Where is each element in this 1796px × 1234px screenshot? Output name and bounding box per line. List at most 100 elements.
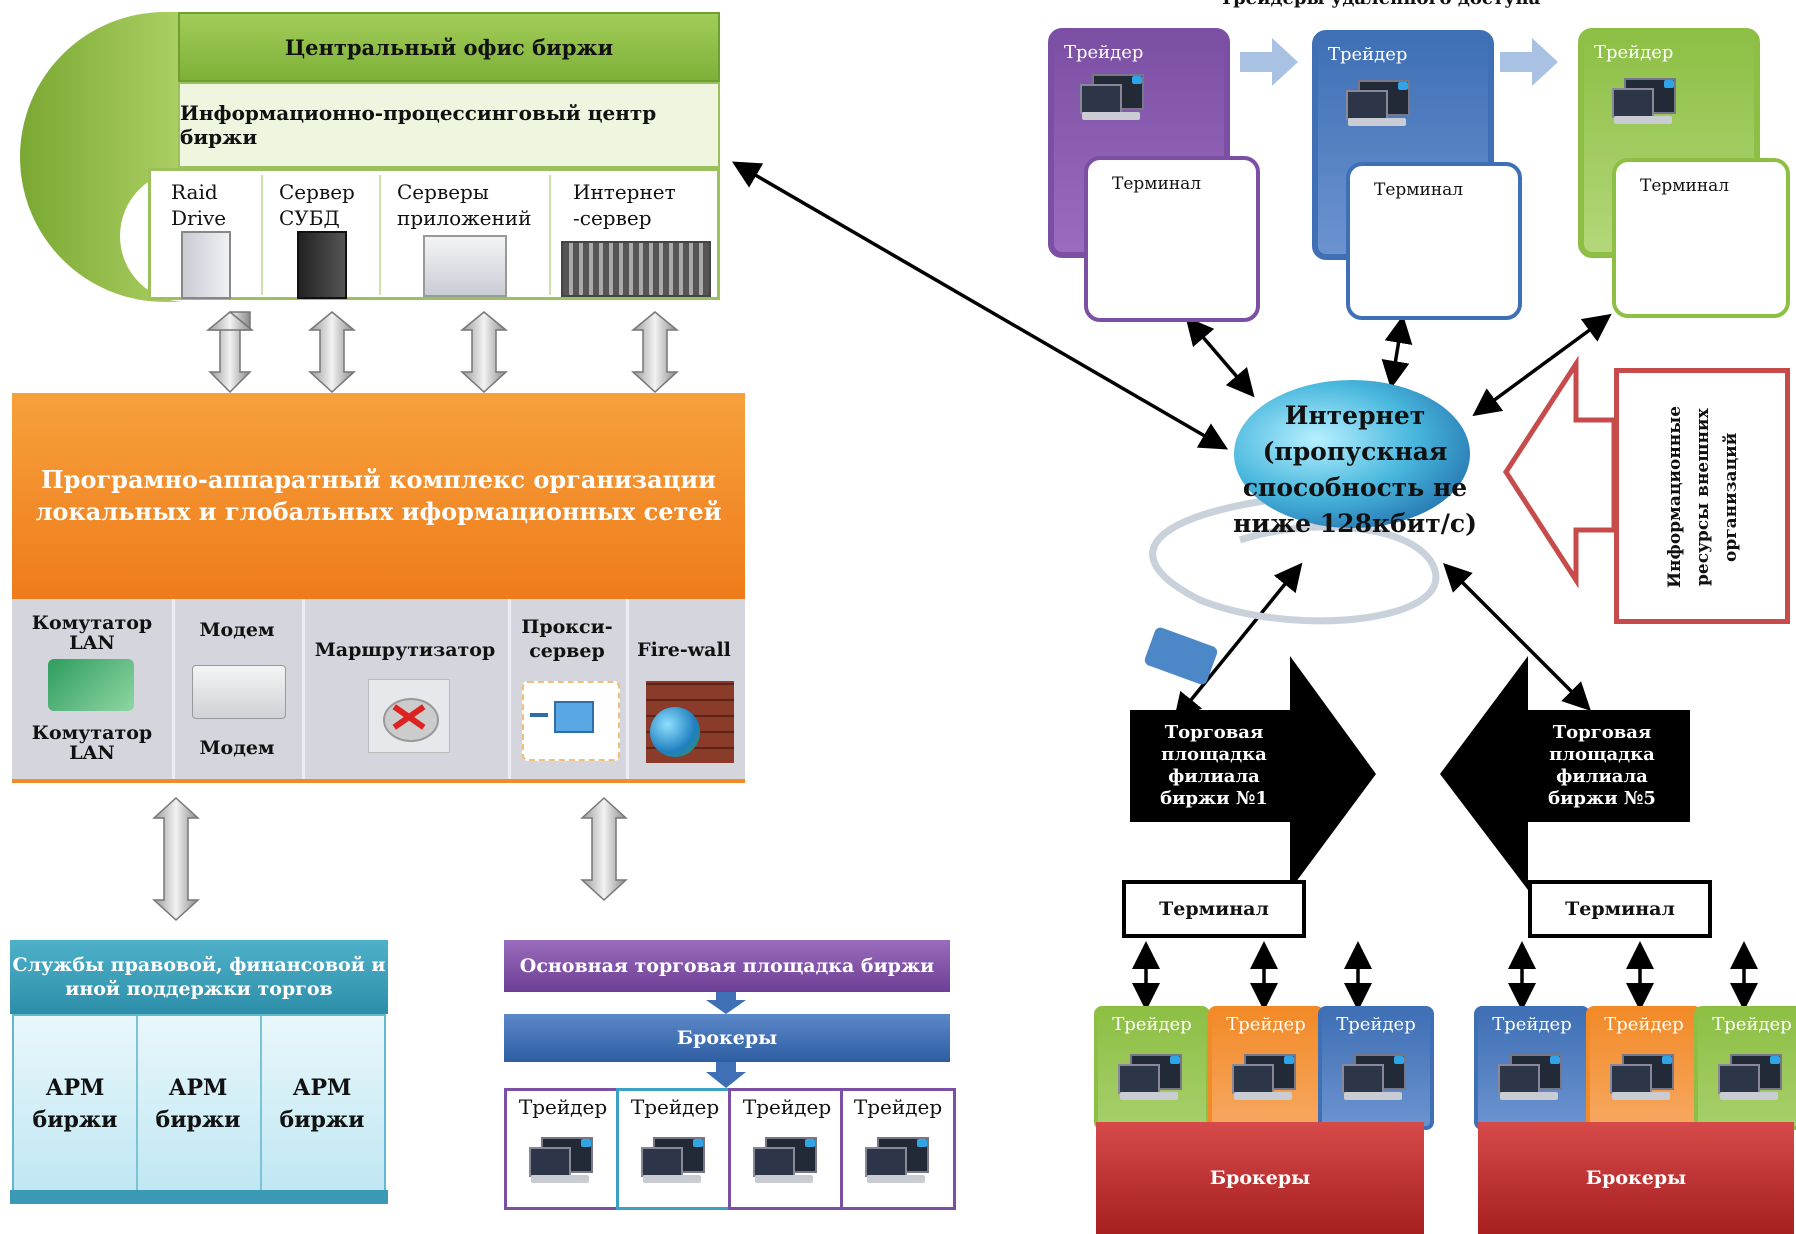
server-label: Сервер СУБД: [279, 180, 355, 230]
branch1-terminal: Терминал: [1122, 880, 1306, 938]
modem: Модем Модем: [172, 599, 305, 779]
lan-switch: Комутатор LAN Комутатор LAN: [12, 599, 175, 779]
branch1-brokers: Брокеры: [1096, 1122, 1424, 1234]
gray-double-arrow: [580, 796, 628, 902]
server-raid-drive: Raid Drive: [151, 175, 263, 299]
gray-double-arrow: [630, 311, 680, 394]
branch5-trader-arrows: [1508, 941, 1758, 1011]
external-resources-box: [1614, 368, 1790, 624]
traders-down-arrow: [706, 1062, 746, 1088]
branch5-terminal: Терминал: [1528, 880, 1712, 938]
support-workstations: АРМ биржи АРМ биржи АРМ биржи: [12, 1014, 386, 1194]
firewall: Fire-wall: [626, 599, 742, 779]
branch5-trader: Трейдер: [1694, 1006, 1796, 1130]
trader-workstation-icon: [1342, 1054, 1406, 1100]
remote-trader-label: Трейдер: [1594, 42, 1674, 63]
workstation: АРМ биржи: [279, 1075, 365, 1133]
gray-double-arrow: [205, 311, 255, 394]
link-internet-branch1: [1173, 562, 1303, 722]
lan-switch-icon: [48, 659, 134, 711]
branch5-title: Торговая площадка филиала биржи №5: [1548, 722, 1656, 809]
trader-label: Трейдер: [1712, 1014, 1792, 1035]
trader-workstation-icon: [1498, 1054, 1562, 1100]
branch5-trader: Трейдер: [1474, 1006, 1590, 1130]
server-dbms: Сервер СУБД: [261, 175, 381, 299]
support-services-title: Службы правовой, финансовой и иной подде…: [10, 940, 388, 1014]
branch1-trader-arrows: [1132, 941, 1372, 1011]
trader-label: Трейдер: [1226, 1014, 1306, 1035]
branch5-trader: Трейдер: [1586, 1006, 1702, 1130]
remote-terminal-label: Терминал: [1374, 180, 1464, 200]
central-office-title: Центральный офис биржи: [178, 12, 720, 82]
trader-workstation-icon: [1346, 80, 1410, 126]
trader-label: Трейдер: [742, 1095, 832, 1119]
branch5-arrow-shape: [1440, 656, 1690, 890]
remote-terminal-box: Терминал: [1346, 162, 1522, 320]
server-label: Raid Drive: [171, 180, 227, 230]
workstation: АРМ биржи: [14, 1016, 138, 1192]
main-floor-trader: Трейдер: [504, 1088, 622, 1210]
server-internet: Интернет -сервер: [549, 175, 719, 297]
internet-label: Интернет (пропускная способность не ниже…: [1233, 401, 1477, 538]
trader-workstation-icon: [1610, 1054, 1674, 1100]
branch1-trader: Трейдер: [1208, 1006, 1324, 1130]
trader-workstation-icon: [1118, 1054, 1182, 1100]
trader-workstation-icon: [865, 1137, 929, 1183]
hardware-components: Комутатор LAN Комутатор LAN Модем Модем …: [12, 599, 745, 783]
link-trader3-internet: [1472, 313, 1612, 417]
processing-center-title: Информационно-процессинговый центр биржи: [178, 82, 720, 168]
flow-arrow: [1500, 38, 1558, 86]
remote-terminal-box: Терминал: [1612, 158, 1790, 318]
trader-label: Трейдер: [1112, 1014, 1192, 1035]
external-resources-label: Информационные ресурсы внешних организац…: [1665, 405, 1741, 589]
lan-switch-sublabel: Комутатор LAN: [31, 722, 153, 764]
main-floor-trader: Трейдер: [616, 1088, 734, 1210]
branch1-arrow-shape: [1130, 656, 1376, 890]
trader-label: Трейдер: [1492, 1014, 1572, 1035]
remote-terminal-label: Терминал: [1640, 176, 1730, 196]
link-office-internet: [731, 161, 1229, 450]
branch1-trader: Трейдер: [1318, 1006, 1434, 1130]
remote-traders-heading: Трейдеры удаленного доступа: [1100, 0, 1660, 10]
modem-label: Модем: [199, 619, 275, 641]
trader-workstation-icon: [1080, 74, 1144, 120]
support-footer-bar: [10, 1190, 388, 1204]
internet-server-icon: [561, 241, 711, 297]
server-applications: Серверы приложений: [379, 175, 551, 297]
remote-trader-card: Трейдер: [1048, 28, 1230, 258]
trader-workstation-icon: [1232, 1054, 1296, 1100]
trader-workstation-icon: [1718, 1054, 1782, 1100]
hardware-complex-title: Програмно-аппаратный комплекс организаци…: [12, 393, 745, 599]
remote-trader-label: Трейдер: [1064, 42, 1144, 63]
server-row: Raid Drive Сервер СУБД Серверы приложени…: [148, 168, 720, 300]
cable-connector: [1144, 627, 1218, 685]
proxy-server-icon: [522, 681, 620, 761]
main-floor-traders: Трейдер Трейдер Трейдер Трейдер: [504, 1088, 956, 1210]
modem-sublabel: Модем: [199, 737, 275, 759]
network-cable: [1149, 496, 1440, 625]
remote-terminal-box: Терминал: [1084, 156, 1260, 322]
globe-icon: [1234, 380, 1470, 528]
trader-workstation-icon: [641, 1137, 705, 1183]
router-icon: [368, 679, 450, 753]
firewall-icon: [646, 681, 734, 763]
router-label: Маршрутизатор: [314, 639, 496, 661]
link-trader1-internet: [1185, 316, 1255, 398]
workstation: АРМ биржи: [136, 1016, 262, 1192]
brokers-down-arrow: [706, 992, 746, 1014]
trader-label: Трейдер: [1336, 1014, 1416, 1035]
remote-trader-label: Трейдер: [1328, 44, 1408, 65]
link-trader2-internet: [1381, 315, 1413, 389]
dbms-server-icon: [297, 231, 347, 299]
branch5-brokers: Брокеры: [1478, 1122, 1794, 1234]
trader-label: Трейдер: [853, 1095, 943, 1119]
main-floor-title: Основная торговая площадка биржи: [504, 940, 950, 992]
gray-double-arrow: [152, 796, 200, 922]
gray-double-arrow: [459, 311, 509, 394]
branch1-title: Торговая площадка филиала биржи №1: [1160, 722, 1268, 809]
app-servers-icon: [423, 235, 507, 297]
trader-workstation-icon: [529, 1137, 593, 1183]
trader-label: Трейдер: [630, 1095, 720, 1119]
main-floor-trader: Трейдер: [840, 1088, 956, 1210]
